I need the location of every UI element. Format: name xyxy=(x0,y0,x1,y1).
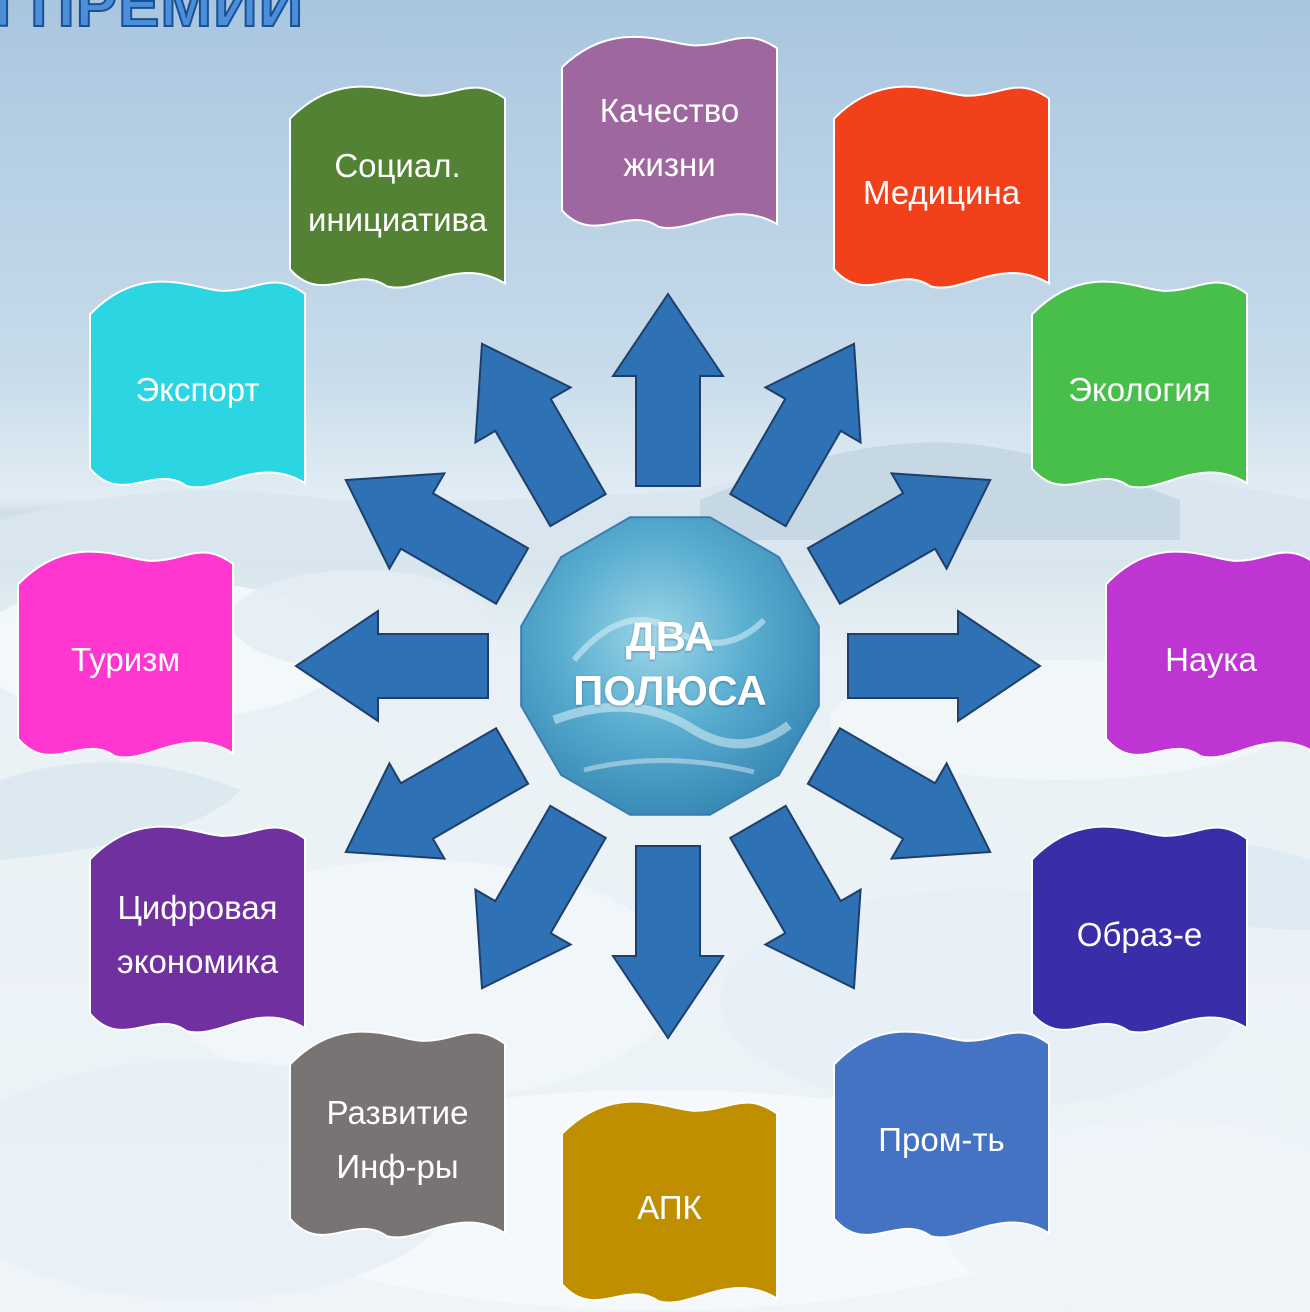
center-title: ДВА ПОЛЮСА xyxy=(573,613,767,714)
banner-shape xyxy=(561,1100,778,1304)
banner-label: Цифровая экономика xyxy=(116,889,279,980)
banner-shape xyxy=(17,550,234,759)
banner-ecology: Экология xyxy=(1031,280,1248,495)
banner-shape xyxy=(89,280,306,489)
banner-shape xyxy=(1031,280,1248,489)
arrow-down-left xyxy=(474,804,608,990)
arrow-down-right xyxy=(728,804,862,990)
banner-label: Пром-ть xyxy=(878,1121,1005,1158)
banner-label: Социал. инициатива xyxy=(307,146,488,238)
banner-science: Наука xyxy=(1105,550,1310,765)
banner-quality: Качество жизни xyxy=(561,35,778,235)
arrow-up-right xyxy=(728,342,862,528)
arrow-down xyxy=(611,845,725,1040)
banner-shape xyxy=(833,85,1050,289)
banner-shape xyxy=(89,825,306,1034)
arrow-right xyxy=(847,609,1042,723)
center-ice-polygon xyxy=(520,516,820,816)
banner-shape xyxy=(833,1030,1050,1239)
banner-label: Экспорт xyxy=(135,371,260,408)
banner-shape xyxy=(289,1030,506,1239)
arrow-right-down xyxy=(806,726,992,860)
arrow-left-up xyxy=(344,472,530,606)
arrow-left-down xyxy=(344,726,530,860)
arrow-up-left xyxy=(474,342,608,528)
banner-education: Образ-е xyxy=(1031,825,1248,1040)
arrow-left xyxy=(294,609,489,723)
banner-infra: Развитие Инф-ры xyxy=(289,1030,506,1245)
arrow-right-up xyxy=(806,472,992,606)
banner-tourism: Туризм xyxy=(17,550,234,765)
banner-medicine: Медицина xyxy=(833,85,1050,295)
banner-shape xyxy=(289,85,506,289)
banner-label: Туризм xyxy=(70,641,181,678)
banner-shape xyxy=(1105,550,1310,759)
page-title-fragment: ГПРЕМИИ xyxy=(0,0,305,41)
center-node: ДВА ПОЛЮСА xyxy=(514,510,826,822)
banner-export: Экспорт xyxy=(89,280,306,495)
banner-agro: АПК xyxy=(561,1100,778,1310)
banner-label: Образ-е xyxy=(1076,916,1203,953)
banner-label: Наука xyxy=(1165,641,1257,678)
banner-label: Медицина xyxy=(862,173,1021,211)
banner-label: Экология xyxy=(1068,371,1211,408)
banner-shape xyxy=(561,35,778,229)
banner-label: АПК xyxy=(637,1188,702,1226)
banner-industry: Пром-ть xyxy=(833,1030,1050,1245)
banner-label: Качество жизни xyxy=(599,91,740,183)
banner-digital: Цифровая экономика xyxy=(89,825,306,1040)
banner-social: Социал. инициатива xyxy=(289,85,506,295)
arrow-up xyxy=(611,292,725,487)
banner-shape xyxy=(1031,825,1248,1034)
banner-label: Развитие Инф-ры xyxy=(326,1094,469,1185)
